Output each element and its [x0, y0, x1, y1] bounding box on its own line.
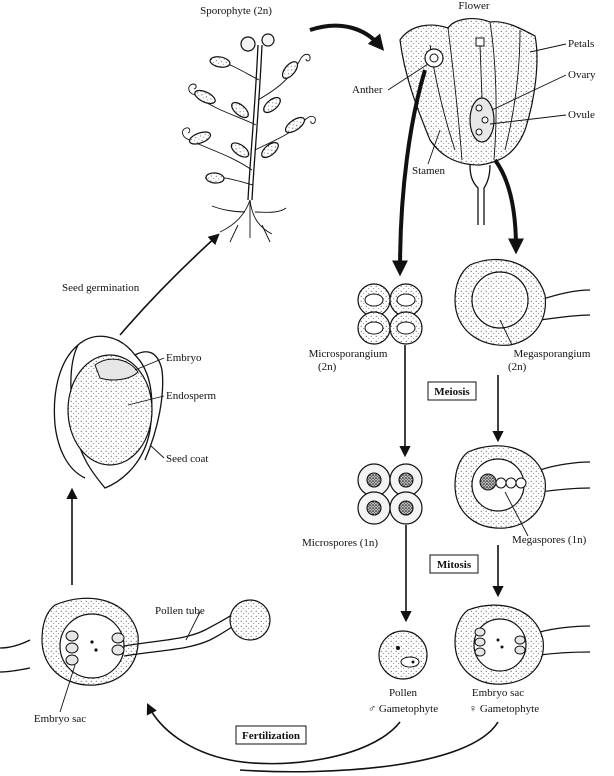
- female-gametophyte-label: ♀ Gametophyte: [469, 703, 539, 715]
- arrow-seed-germination: [119, 233, 220, 336]
- megaspores-illustration: [454, 445, 591, 529]
- anther-label: Anther: [352, 84, 383, 96]
- pollen-tube-label: Pollen tube: [155, 605, 205, 617]
- meiosis-box: [427, 381, 477, 401]
- megaspores-label: Megaspores (1n): [512, 534, 587, 546]
- mitosis-box: [429, 554, 479, 574]
- male-gametophyte-label: ♂ Gametophyte: [368, 703, 438, 715]
- meiosis-label: Meiosis: [434, 386, 470, 398]
- petals-label: Petals: [568, 38, 594, 50]
- ovule-label: Ovule: [568, 109, 595, 121]
- megasporangium-illustration: [454, 258, 591, 346]
- megasporangium-ploidy: (2n): [508, 361, 527, 373]
- arrow-plant-to-flower: [309, 23, 385, 51]
- ovary-label: Ovary: [568, 69, 596, 81]
- microspores-label: Microspores (1n): [302, 537, 378, 549]
- arrow-anther-to-microsporangium: [392, 69, 427, 277]
- pollen-label: Pollen: [389, 687, 418, 699]
- embryo-sac-right-illustration: [454, 604, 591, 685]
- arrow-pollen-to-fertilization: [146, 702, 401, 765]
- seed-illustration: [53, 335, 164, 489]
- microspores-illustration: [357, 463, 423, 525]
- embryo-sac-left-label: Embryo sac: [34, 713, 86, 725]
- microsporangium-illustration: [357, 283, 423, 345]
- sporophyte-label: Sporophyte (2n): [200, 5, 272, 17]
- megasporangium-label: Megasporangium: [514, 348, 591, 360]
- endosperm-label: Endosperm: [166, 390, 217, 402]
- seed-coat-label: Seed coat: [166, 453, 208, 465]
- fertilization-label: Fertilization: [242, 730, 300, 742]
- microsporangium-ploidy: (2n): [318, 361, 337, 373]
- arrow-embryo-sac-to-fertilization: [239, 721, 499, 773]
- sporophyte-plant: [182, 33, 316, 243]
- seed-germination-label: Seed germination: [62, 282, 140, 294]
- flower-illustration: [399, 18, 538, 225]
- stamen-label: Stamen: [412, 165, 445, 177]
- arrow-ovule-to-megasporangium: [493, 158, 524, 255]
- pollen-grain-illustration: [378, 630, 428, 680]
- embryo-sac-right-label: Embryo sac: [472, 687, 524, 699]
- fertilization-embryo-sac-illustration: [0, 597, 271, 686]
- microsporangium-label: Microsporangium: [309, 348, 388, 360]
- embryo-label: Embryo: [166, 352, 202, 364]
- mitosis-label: Mitosis: [437, 559, 472, 571]
- fertilization-box: [235, 725, 307, 745]
- flower-label: Flower: [458, 0, 490, 12]
